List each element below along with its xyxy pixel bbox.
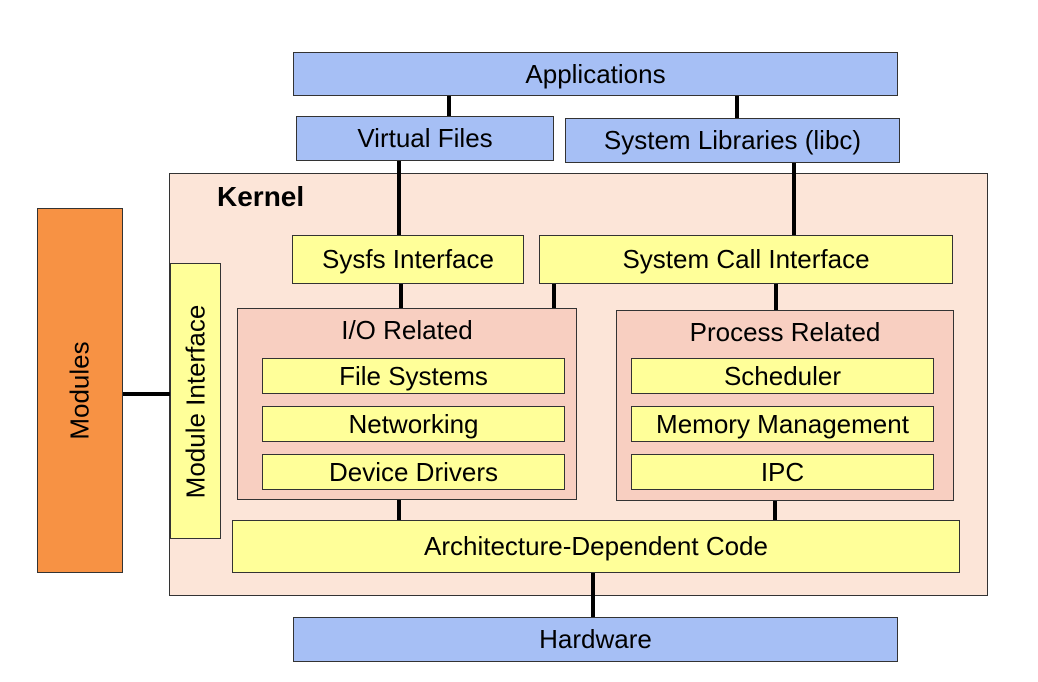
device-drivers-box: Device Drivers bbox=[262, 454, 565, 490]
connector-modules-interface bbox=[122, 392, 171, 396]
file-systems-box: File Systems bbox=[262, 358, 565, 394]
connector-libraries-syscall bbox=[792, 163, 796, 235]
networking-box: Networking bbox=[262, 406, 565, 442]
connector-virtual-files-sysfs bbox=[397, 161, 401, 235]
virtual-files-box: Virtual Files bbox=[296, 116, 554, 161]
system-libraries-box: System Libraries (libc) bbox=[565, 118, 900, 163]
sysfs-interface-label: Sysfs Interface bbox=[322, 244, 494, 274]
connector-sysfs-io bbox=[399, 284, 403, 308]
module-interface-box: Module Interface bbox=[170, 263, 221, 539]
architecture-dependent-code-box: Architecture-Dependent Code bbox=[232, 520, 960, 573]
module-interface-label: Module Interface bbox=[180, 304, 211, 498]
networking-label: Networking bbox=[348, 408, 479, 439]
device-drivers-label: Device Drivers bbox=[328, 456, 499, 487]
applications-label: Applications bbox=[525, 58, 666, 89]
hardware-box: Hardware bbox=[293, 617, 898, 662]
memory-management-box: Memory Management bbox=[631, 406, 934, 442]
memory-management-label: Memory Management bbox=[656, 408, 909, 439]
system-libraries-label: System Libraries (libc) bbox=[603, 125, 862, 155]
file-systems-label: File Systems bbox=[339, 360, 488, 391]
connector-process-arch bbox=[773, 501, 777, 520]
ipc-label: IPC bbox=[760, 456, 805, 487]
process-related-title: Process Related bbox=[689, 317, 881, 347]
hardware-label: Hardware bbox=[539, 624, 652, 654]
connector-apps-virtual-files bbox=[447, 96, 451, 116]
connector-arch-hardware bbox=[591, 573, 595, 617]
connector-io-arch bbox=[397, 500, 401, 520]
scheduler-label: Scheduler bbox=[723, 360, 842, 391]
system-call-interface-label: System Call Interface bbox=[622, 244, 870, 274]
virtual-files-label: Virtual Files bbox=[357, 123, 493, 153]
applications-box: Applications bbox=[293, 52, 898, 96]
connector-syscall-io bbox=[552, 284, 556, 308]
ipc-box: IPC bbox=[631, 454, 934, 490]
scheduler-box: Scheduler bbox=[631, 358, 934, 394]
modules-box: Modules bbox=[37, 208, 123, 573]
system-call-interface-box: System Call Interface bbox=[539, 235, 953, 284]
architecture-dependent-code-label: Architecture-Dependent Code bbox=[424, 531, 768, 561]
connector-apps-system-libraries bbox=[735, 96, 739, 118]
io-related-title: I/O Related bbox=[341, 315, 473, 345]
kernel-title: Kernel bbox=[217, 181, 305, 212]
sysfs-interface-box: Sysfs Interface bbox=[292, 235, 524, 284]
connector-syscall-process bbox=[774, 284, 778, 310]
modules-label: Modules bbox=[64, 341, 95, 440]
